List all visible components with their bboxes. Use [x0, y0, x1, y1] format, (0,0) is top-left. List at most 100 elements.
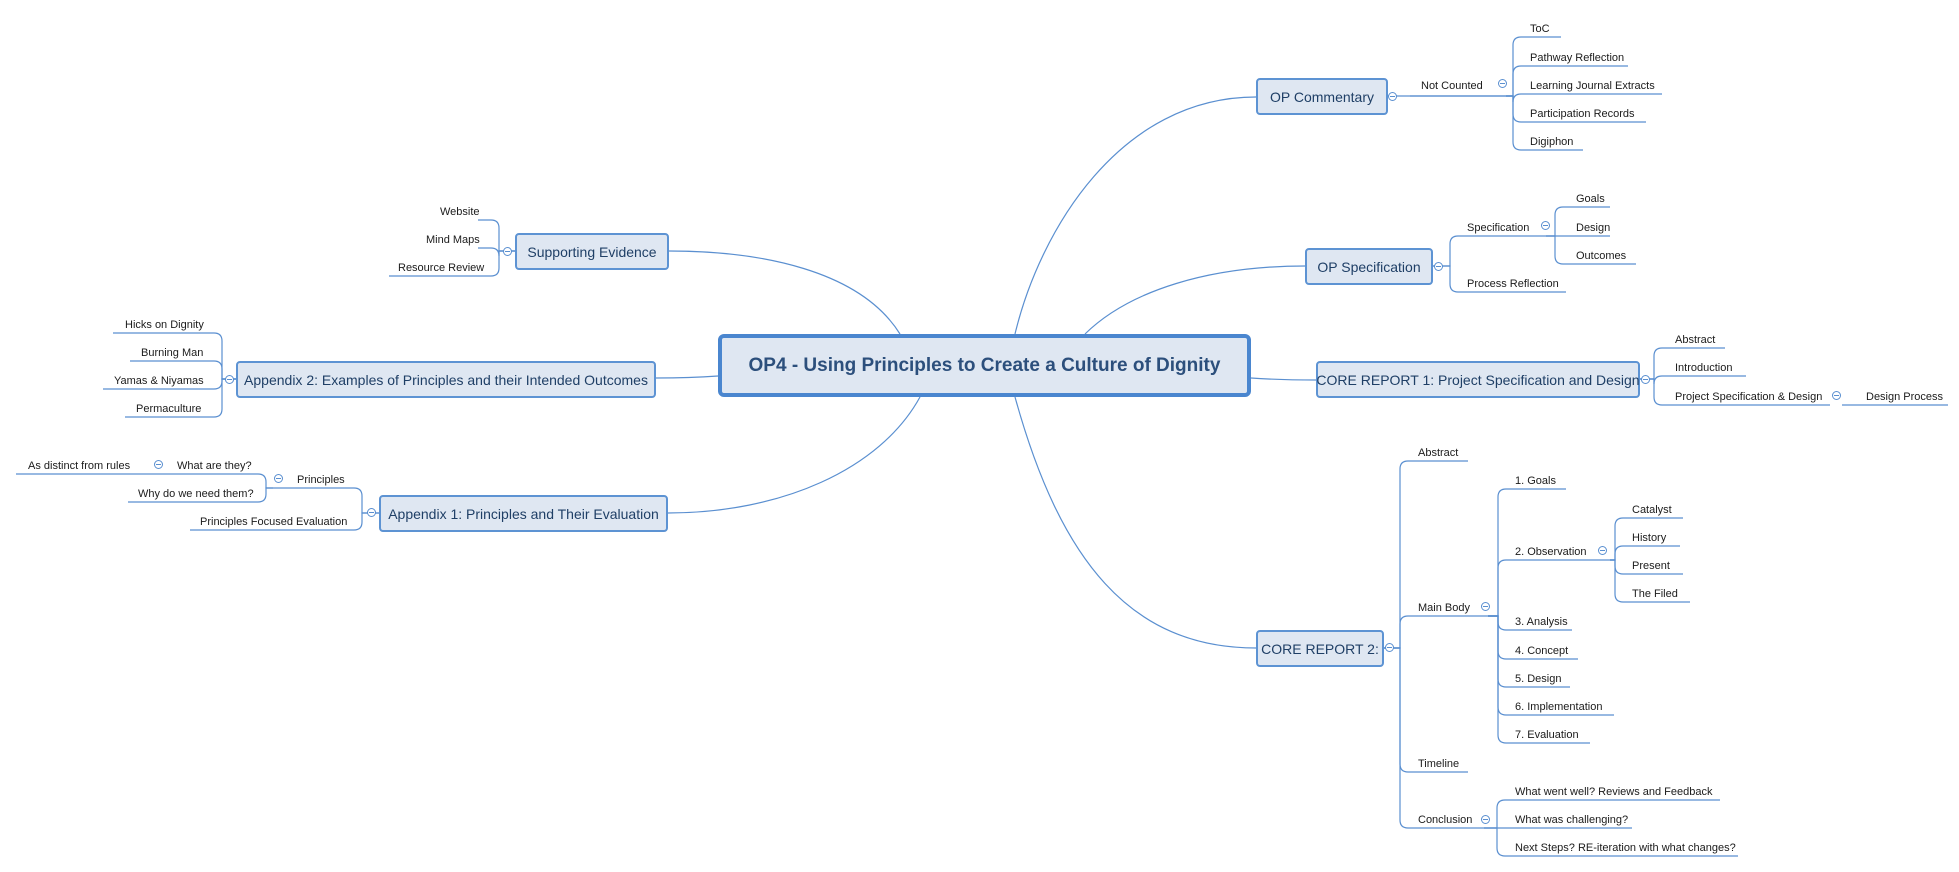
subtopic-goals[interactable]: Goals — [1576, 193, 1605, 205]
branch-connector — [1506, 93, 1662, 103]
collapse-toggle-icon[interactable] — [225, 375, 234, 384]
subtopic-observation[interactable]: 2. Observation — [1515, 546, 1587, 558]
subtopic-conclusion[interactable]: Conclusion — [1418, 814, 1473, 826]
topic-op-commentary[interactable]: OP Commentary — [1256, 78, 1388, 115]
collapse-toggle-icon[interactable] — [1498, 79, 1507, 88]
subtopic-website[interactable]: Website — [440, 206, 480, 218]
branch-connector — [1610, 545, 1680, 561]
subtopic-toc[interactable]: ToC — [1530, 23, 1550, 35]
topic-op-specification[interactable]: OP Specification — [1305, 248, 1433, 285]
collapse-toggle-icon[interactable] — [1434, 262, 1443, 271]
subtopic-learning-journal-extracts[interactable]: Learning Journal Extracts — [1530, 80, 1655, 92]
subtopic-design-process[interactable]: Design Process — [1866, 391, 1944, 403]
subtopic-goals-1[interactable]: 1. Goals — [1515, 475, 1556, 487]
topic-appendix-1[interactable]: Appendix 1: Principles and Their Evaluat… — [379, 495, 668, 532]
branch-connector — [1384, 615, 1488, 649]
subtopic-participation-records[interactable]: Participation Records — [1530, 108, 1635, 120]
subtopic-next-steps[interactable]: Next Steps? RE-iteration with what chang… — [1515, 842, 1736, 854]
branch-connector — [1488, 615, 1590, 744]
branch-connector — [1488, 488, 1566, 617]
subtopic-resource-review[interactable]: Resource Review — [398, 262, 485, 274]
branch-connector — [128, 487, 273, 503]
subtopic-hicks-on-dignity[interactable]: Hicks on Dignity — [125, 319, 204, 331]
subtopic-outcomes[interactable]: Outcomes — [1576, 250, 1627, 262]
subtopic-evaluation[interactable]: 7. Evaluation — [1515, 729, 1579, 741]
subtopic-specification[interactable]: Specification — [1467, 222, 1530, 234]
subtopic-what-are-they[interactable]: What are they? — [177, 460, 252, 472]
branch-connector — [1484, 799, 1720, 829]
main-connector — [1250, 377, 1317, 381]
main-connector — [1084, 265, 1306, 335]
subtopic-timeline[interactable]: Timeline — [1418, 758, 1460, 770]
subtopic-abstract[interactable]: Abstract — [1675, 334, 1716, 346]
subtopic-history[interactable]: History — [1632, 532, 1667, 544]
collapse-toggle-icon[interactable] — [1481, 815, 1490, 824]
collapse-toggle-icon[interactable] — [1832, 391, 1841, 400]
collapse-toggle-icon[interactable] — [154, 460, 163, 469]
collapse-toggle-icon[interactable] — [1641, 375, 1650, 384]
subtopic-project-spec-design[interactable]: Project Specification & Design — [1675, 391, 1823, 403]
collapse-toggle-icon[interactable] — [503, 247, 512, 256]
branch-connector — [1640, 375, 1746, 385]
subtopic-the-filed[interactable]: The Filed — [1632, 588, 1678, 600]
subtopic-permaculture[interactable]: Permaculture — [136, 403, 202, 415]
subtopic-design-5[interactable]: 5. Design — [1515, 673, 1562, 685]
subtopic-mind-maps[interactable]: Mind Maps — [426, 234, 480, 246]
subtopic-main-body[interactable]: Main Body — [1418, 602, 1470, 614]
collapse-toggle-icon[interactable] — [367, 508, 376, 517]
topic-core-report-1[interactable]: CORE REPORT 1: Project Specification and… — [1316, 361, 1640, 398]
main-connector — [1014, 96, 1257, 335]
main-connector — [655, 375, 719, 379]
branch-connector — [1506, 95, 1583, 151]
branch-connector — [478, 219, 515, 252]
collapse-toggle-icon[interactable] — [1481, 602, 1490, 611]
topic-supporting-evidence[interactable]: Supporting Evidence — [515, 233, 669, 270]
branch-connector — [1384, 647, 1484, 829]
subtopic-introduction[interactable]: Introduction — [1675, 362, 1733, 374]
branch-connector — [1384, 647, 1468, 773]
collapse-toggle-icon[interactable] — [1388, 92, 1397, 101]
subtopic-design[interactable]: Design — [1576, 222, 1611, 234]
branch-connector — [273, 487, 379, 514]
collapse-toggle-icon[interactable] — [1385, 643, 1394, 652]
central-topic[interactable]: OP4 - Using Principles to Create a Cultu… — [718, 334, 1251, 397]
subtopic-yamas-niyamas[interactable]: Yamas & Niyamas — [114, 375, 204, 387]
branch-connector — [1640, 347, 1725, 380]
subtopic-concept[interactable]: 4. Concept — [1515, 645, 1569, 657]
collapse-toggle-icon[interactable] — [274, 474, 283, 483]
subtopic-burning-man[interactable]: Burning Man — [141, 347, 204, 359]
branch-connector — [190, 512, 379, 531]
subtopic-not-counted[interactable]: Not Counted — [1421, 80, 1483, 92]
main-connector — [668, 250, 901, 335]
branch-connector — [1433, 235, 1546, 267]
branch-connector — [1546, 235, 1636, 265]
subtopic-abstract-2[interactable]: Abstract — [1418, 447, 1459, 459]
topic-appendix-2[interactable]: Appendix 2: Examples of Principles and t… — [236, 361, 656, 398]
collapse-toggle-icon[interactable] — [1598, 546, 1607, 555]
subtopic-principles-focused-evaluation[interactable]: Principles Focused Evaluation — [200, 516, 348, 528]
branch-connector — [1506, 36, 1561, 97]
branch-connector — [125, 378, 236, 418]
subtopic-pathway-reflection[interactable]: Pathway Reflection — [1530, 52, 1625, 64]
branch-connector — [1506, 65, 1628, 97]
subtopic-why-need-them[interactable]: Why do we need them? — [138, 488, 254, 500]
branch-connector — [1640, 378, 1830, 406]
branch-connector — [1610, 517, 1683, 561]
subtopic-analysis[interactable]: 3. Analysis — [1515, 616, 1568, 628]
subtopic-present[interactable]: Present — [1632, 560, 1670, 572]
subtopic-digiphon[interactable]: Digiphon — [1530, 136, 1574, 148]
main-connector — [667, 396, 921, 514]
subtopic-challenging[interactable]: What was challenging? — [1515, 814, 1629, 826]
branch-connector — [130, 360, 236, 380]
topic-core-report-2[interactable]: CORE REPORT 2: — [1256, 630, 1384, 667]
subtopic-catalyst[interactable]: Catalyst — [1632, 504, 1672, 516]
subtopic-implementation[interactable]: 6. Implementation — [1515, 701, 1603, 713]
collapse-toggle-icon[interactable] — [1541, 221, 1550, 230]
subtopic-went-well[interactable]: What went well? Reviews and Feedback — [1515, 786, 1713, 798]
subtopic-principles[interactable]: Principles — [297, 474, 345, 486]
subtopic-distinct-from-rules[interactable]: As distinct from rules — [28, 460, 131, 472]
main-connector — [1014, 396, 1257, 649]
subtopic-process-reflection[interactable]: Process Reflection — [1467, 278, 1559, 290]
branch-connector — [1546, 206, 1610, 237]
